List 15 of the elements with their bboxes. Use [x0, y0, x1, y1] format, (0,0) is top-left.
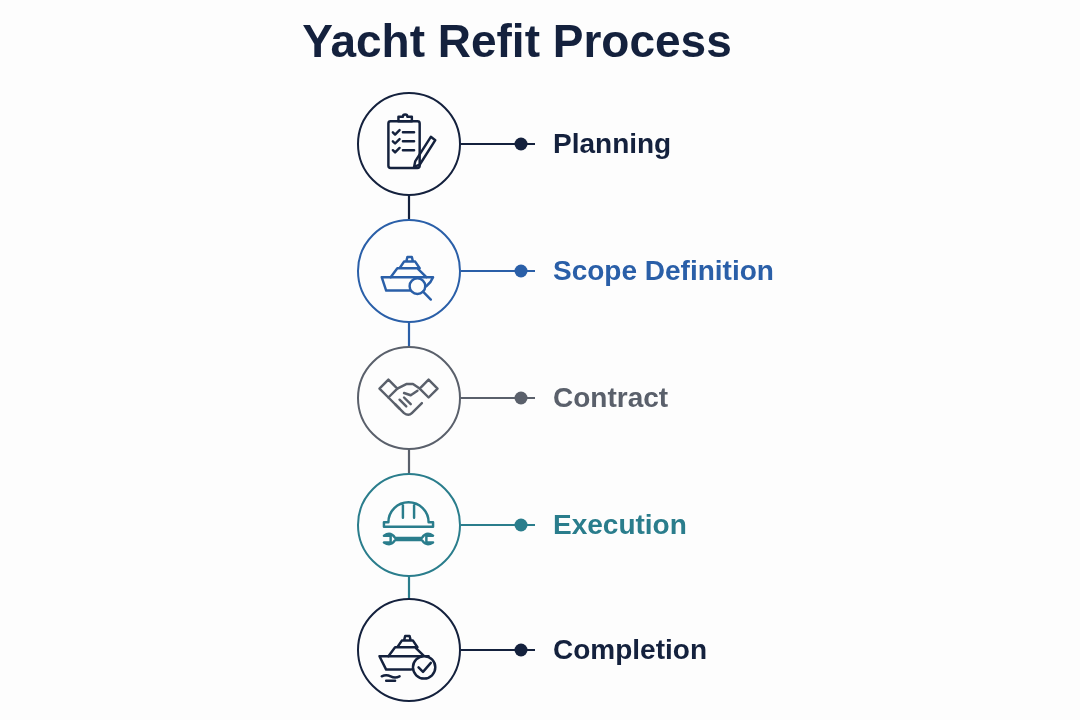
connector-line: [407, 450, 411, 473]
dot-connector: [461, 137, 535, 151]
step-label: Scope Definition: [535, 254, 774, 288]
title: Yacht Refit Process: [301, 14, 733, 68]
dot-connector: [461, 643, 535, 657]
step-label: Contract: [535, 381, 669, 415]
dot-connector: [461, 391, 535, 405]
dot-connector: [461, 518, 535, 532]
connector-line: [407, 577, 411, 598]
connector-line: [407, 196, 411, 219]
step-label: Execution: [535, 508, 687, 542]
step-label: Planning: [535, 127, 672, 161]
connector-line: [407, 323, 411, 346]
dot-connector: [461, 264, 535, 278]
step-label: Completion: [535, 633, 707, 667]
